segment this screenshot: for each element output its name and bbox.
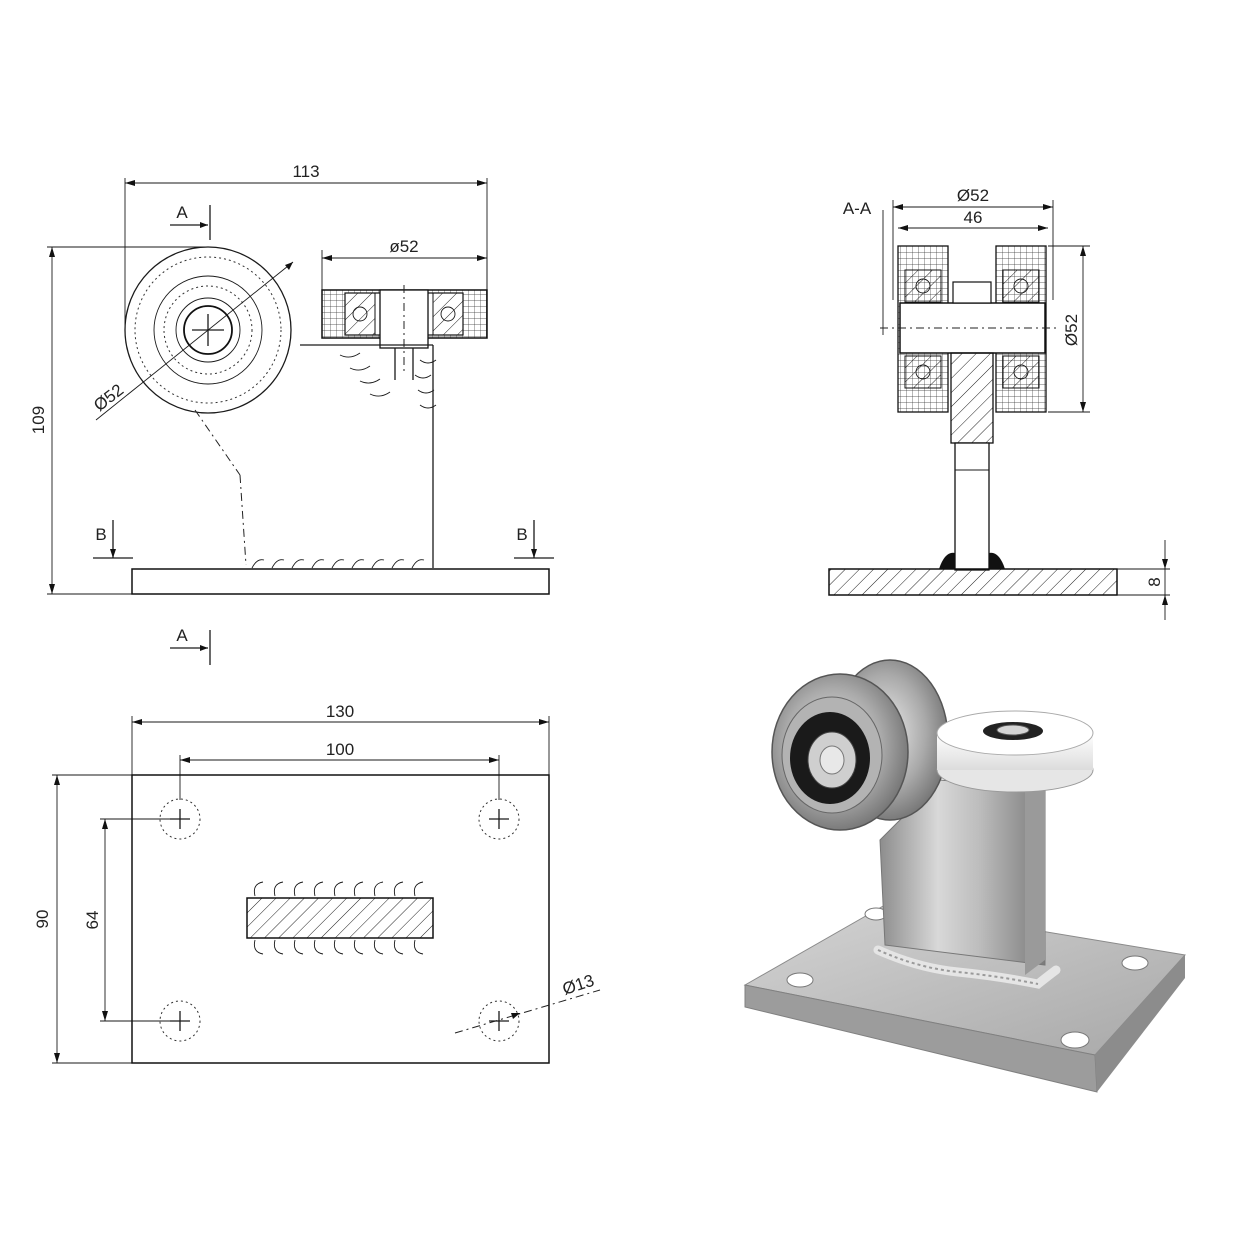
dim-height-109: 109 bbox=[29, 406, 48, 434]
dim-plate-width: 130 bbox=[326, 702, 354, 721]
section-marker-a-bottom: A bbox=[176, 626, 188, 645]
dim-outer-diameter: Ø52 bbox=[957, 186, 989, 205]
dim-hole-spacing-x: 100 bbox=[326, 740, 354, 759]
section-title: A-A bbox=[843, 199, 872, 218]
section-marker-a-top: A bbox=[176, 203, 188, 222]
dim-hole-spacing-y: 64 bbox=[83, 911, 102, 930]
dim-height-diameter: Ø52 bbox=[1062, 314, 1081, 346]
dim-hole-diameter: Ø13 bbox=[560, 971, 596, 999]
dim-width-113: 113 bbox=[292, 162, 319, 181]
plan-view: 130 100 90 64 Ø13 bbox=[33, 702, 601, 1064]
dim-plate-thickness: 8 bbox=[1145, 577, 1164, 586]
dim-side-wheel: ø52 bbox=[389, 237, 418, 256]
section-view: A-A Ø52 46 bbox=[828, 186, 1170, 620]
section-marker-b-right: B bbox=[516, 525, 527, 544]
mounting-holes bbox=[159, 798, 520, 1042]
dim-inner-width: 46 bbox=[964, 208, 983, 227]
front-view: 113 109 A Ø52 ø52 bbox=[29, 162, 554, 665]
section-marker-b-left: B bbox=[95, 525, 106, 544]
dim-plate-height: 90 bbox=[33, 910, 52, 929]
product-photo bbox=[743, 659, 1186, 1093]
